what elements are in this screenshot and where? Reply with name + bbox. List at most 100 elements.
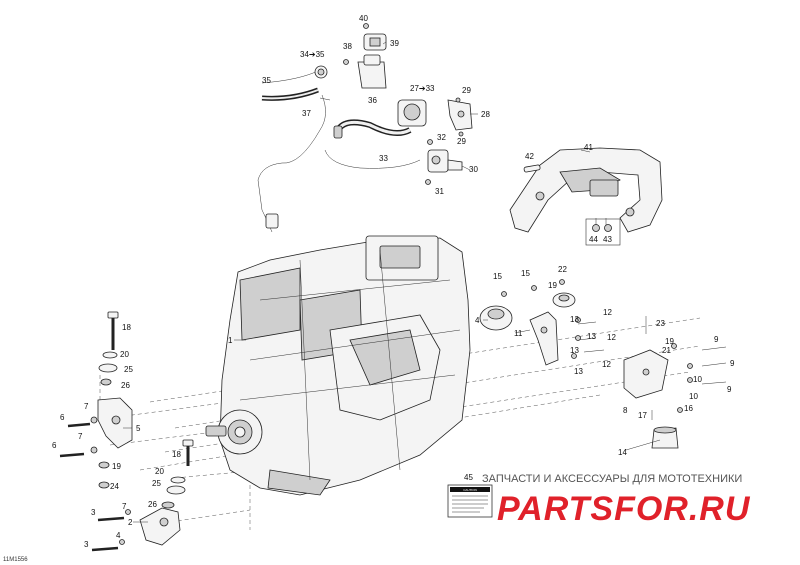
callout-10b: 10 (689, 392, 698, 401)
mount-19-top[interactable] (552, 292, 576, 308)
callout-26b: 26 (148, 500, 157, 509)
callout-27: 27➔33 (410, 84, 435, 93)
callout-45: 45 (464, 473, 473, 482)
callout-31: 31 (435, 187, 444, 196)
callout-38: 38 (343, 42, 352, 51)
callout-12b: 12 (607, 333, 616, 342)
callout-13b: 13 (570, 346, 579, 355)
pin-42[interactable] (523, 164, 541, 173)
callout-30: 30 (469, 165, 478, 174)
engine-mount-14-bottom[interactable] (651, 426, 679, 449)
bolts-6-7-left[interactable] (59, 416, 98, 458)
callout-6a: 6 (60, 413, 65, 422)
callout-6b: 6 (52, 441, 57, 450)
callout-13c: 13 (574, 367, 583, 376)
callout-1: 1 (228, 336, 233, 345)
bracket-11[interactable] (529, 311, 559, 366)
mount-bracket-5[interactable] (97, 397, 133, 449)
callout-20b: 20 (155, 467, 164, 476)
callout-11: 11 (514, 329, 523, 338)
callout-26a: 26 (121, 381, 130, 390)
bolt-18-lower[interactable] (182, 439, 194, 466)
callout-17: 17 (638, 411, 647, 420)
bracket-28[interactable] (447, 99, 473, 131)
hose-37[interactable] (261, 87, 319, 101)
nuts-43-44[interactable] (585, 218, 621, 246)
callout-7a: 7 (84, 402, 89, 411)
callout-43: 43 (603, 235, 612, 244)
leader-lines (123, 41, 661, 523)
caution-label-45[interactable]: CAUTION (447, 484, 493, 518)
callout-29a: 29 (462, 86, 471, 95)
callout-7b: 7 (78, 432, 83, 441)
callout-18b: 18 (172, 450, 181, 459)
callout-13a: 13 (570, 315, 579, 324)
callout-36: 36 (368, 96, 377, 105)
watermark: ЗАПЧАСТИ И АКСЕССУАРЫ ДЛЯ МОТОТЕХНИКИ PA… (482, 473, 751, 528)
callout-25a: 25 (124, 365, 133, 374)
callout-9b: 9 (730, 359, 735, 368)
callout-7c: 7 (122, 502, 127, 511)
callout-23: 23 (656, 319, 665, 328)
bolts-right[interactable] (501, 279, 727, 421)
callout-16: 16 (684, 404, 693, 413)
callout-42: 42 (525, 152, 534, 161)
callout-44: 44 (589, 235, 598, 244)
callout-15a: 15 (493, 272, 502, 281)
frame-bracket-41[interactable] (509, 147, 663, 233)
callout-5: 5 (136, 424, 141, 433)
callout-4: 4 (475, 316, 480, 325)
engine-mount-14-top[interactable] (479, 305, 513, 331)
callout-37: 37 (302, 109, 311, 118)
callout-10a: 10 (693, 375, 702, 384)
watermark-subtitle: ЗАПЧАСТИ И АКСЕССУАРЫ ДЛЯ МОТОТЕХНИКИ (482, 473, 742, 485)
wiring-harness[interactable] (257, 65, 421, 233)
callout-29b: 29 (457, 137, 466, 146)
callout-18a: 18 (122, 323, 131, 332)
callout-39: 39 (390, 39, 399, 48)
callout-14b: 14 (618, 448, 627, 457)
callout-19c: 19 (112, 462, 121, 471)
watermark-brand: PARTSFOR.RU (497, 490, 751, 528)
callout-15b: 15 (521, 269, 530, 278)
callout-32: 32 (437, 133, 446, 142)
callout-25b: 25 (152, 479, 161, 488)
small-fasteners-top (343, 23, 464, 185)
washers-20-25-26-top[interactable] (98, 351, 118, 386)
callout-40: 40 (359, 14, 368, 23)
callout-28: 28 (481, 110, 490, 119)
hose-33[interactable] (333, 119, 412, 139)
callout-41: 41 (584, 143, 593, 152)
callout-33: 33 (379, 154, 388, 163)
callout-24: 24 (110, 482, 119, 491)
bolt-18-top[interactable] (107, 311, 119, 350)
callout-3b: 3 (84, 540, 89, 549)
callout-labels: 1 2 3 4 5 6 6 7 7 7 3 4 8 9 9 9 10 10 11… (52, 14, 735, 549)
callout-19b: 19 (665, 337, 674, 346)
engine-block-1[interactable] (205, 235, 471, 496)
caution-label-title: CAUTION (463, 488, 477, 492)
callout-2: 2 (128, 518, 133, 527)
callout-35: 35 (262, 76, 271, 85)
bolts-3-7-lower[interactable] (91, 509, 131, 552)
throttle-body-assembly[interactable] (397, 99, 463, 173)
bracket-36[interactable] (357, 54, 387, 89)
washers-20-25-lower[interactable] (166, 476, 186, 495)
mount-bracket-2[interactable] (139, 501, 181, 546)
bracket-8[interactable] (623, 349, 669, 399)
diagram-id: 11M1556 (3, 557, 28, 563)
callout-12a: 12 (603, 308, 612, 317)
callout-20a: 20 (120, 350, 129, 359)
callout-9a: 9 (714, 335, 719, 344)
washers-19-24-left[interactable] (98, 461, 110, 489)
callout-9c: 9 (727, 385, 732, 394)
callout-13d: 13 (587, 332, 596, 341)
callout-4b: 4 (116, 531, 121, 540)
callout-8: 8 (623, 406, 628, 415)
callout-12c: 12 (602, 360, 611, 369)
clamp-39[interactable] (363, 33, 387, 51)
callout-22: 22 (558, 265, 567, 274)
callout-19a: 19 (548, 281, 557, 290)
callout-3: 3 (91, 508, 96, 517)
